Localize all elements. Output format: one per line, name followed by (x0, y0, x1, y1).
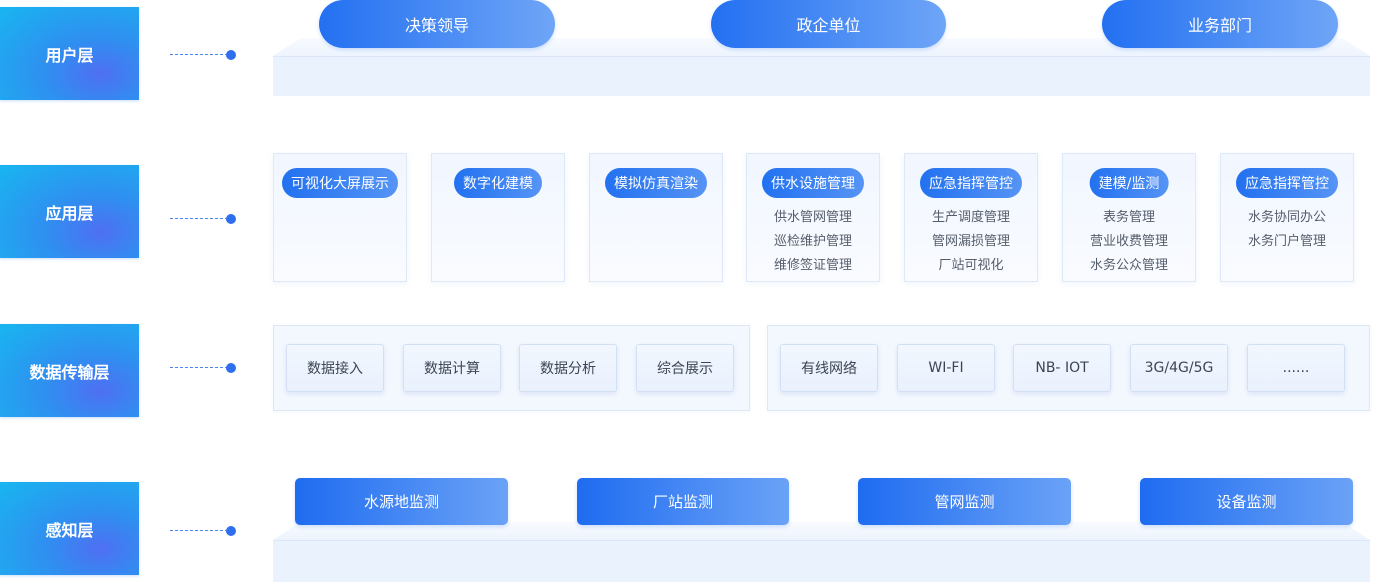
app-card-item: 营业收费管理 (1089, 234, 1168, 249)
app-card-title: 模拟仿真渲染 (605, 168, 707, 198)
app-card-title: 可视化大屏展示 (282, 168, 398, 198)
connector-application (170, 214, 236, 224)
app-card-item: 表务管理 (1102, 210, 1155, 225)
layer-label-transport: 数据传输层 (0, 324, 139, 417)
app-card-digital-modeling: 数字化建模 (431, 153, 565, 282)
network-box-more: ...... (1247, 344, 1345, 392)
user-layer-platform (273, 38, 1370, 96)
network-box-wifi: WI-FI (897, 344, 995, 392)
connector-sensing (170, 526, 236, 536)
layer-label-application: 应用层 (0, 165, 139, 258)
app-card-title: 应急指挥管控 (1236, 168, 1338, 198)
app-card-item: 供水管网管理 (773, 210, 852, 225)
data-box-computation: 数据计算 (403, 344, 501, 392)
network-box-wired: 有线网络 (780, 344, 878, 392)
user-role-decision-leaders: 决策领导 (319, 0, 555, 48)
app-card-title: 数字化建模 (454, 168, 542, 198)
network-box-cellular: 3G/4G/5G (1130, 344, 1228, 392)
layer-label-user: 用户层 (0, 7, 139, 100)
app-card-modeling-monitoring: 建模/监测 表务管理 营业收费管理 水务公众管理 (1062, 153, 1196, 282)
app-card-water-facility: 供水设施管理 供水管网管理 巡检维护管理 维修签证管理 (746, 153, 880, 282)
app-card-title: 建模/监测 (1089, 168, 1169, 198)
app-card-simulation: 模拟仿真渲染 (589, 153, 723, 282)
connector-dot (226, 363, 236, 373)
app-card-title: 应急指挥管控 (920, 168, 1022, 198)
connector-user (170, 50, 236, 60)
network-box-nbiot: NB- IOT (1013, 344, 1111, 392)
user-role-business-departments: 业务部门 (1102, 0, 1338, 48)
data-box-display: 综合展示 (636, 344, 734, 392)
sensor-plant-station: 厂站监测 (577, 478, 789, 525)
app-card-item: 生产调度管理 (931, 210, 1010, 225)
sensor-equipment: 设备监测 (1140, 478, 1353, 525)
data-box-analysis: 数据分析 (519, 344, 617, 392)
connector-dot (226, 526, 236, 536)
data-box-ingestion: 数据接入 (286, 344, 384, 392)
app-card-item: 厂站可视化 (938, 258, 1004, 273)
app-card-visual-screen: 可视化大屏展示 (273, 153, 407, 282)
app-card-title: 供水设施管理 (762, 168, 864, 198)
app-card-item: 管网漏损管理 (931, 234, 1010, 249)
sensing-layer-platform (273, 522, 1370, 582)
app-card-item: 水务公众管理 (1089, 258, 1168, 273)
user-role-government-enterprise: 政企单位 (711, 0, 946, 48)
sensor-pipe-network: 管网监测 (858, 478, 1071, 525)
app-card-item: 维修签证管理 (773, 258, 852, 273)
connector-transport (170, 363, 236, 373)
app-card-item: 水务门户管理 (1247, 234, 1326, 249)
app-card-emergency-command-1: 应急指挥管控 生产调度管理 管网漏损管理 厂站可视化 (904, 153, 1038, 282)
connector-dot (226, 50, 236, 60)
app-card-item: 巡检维护管理 (773, 234, 852, 249)
connector-dot (226, 214, 236, 224)
app-card-emergency-command-2: 应急指挥管控 水务协同办公 水务门户管理 (1220, 153, 1354, 282)
app-card-item: 水务协同办公 (1247, 210, 1326, 225)
layer-label-sensing: 感知层 (0, 482, 139, 575)
sensor-water-source: 水源地监测 (295, 478, 508, 525)
